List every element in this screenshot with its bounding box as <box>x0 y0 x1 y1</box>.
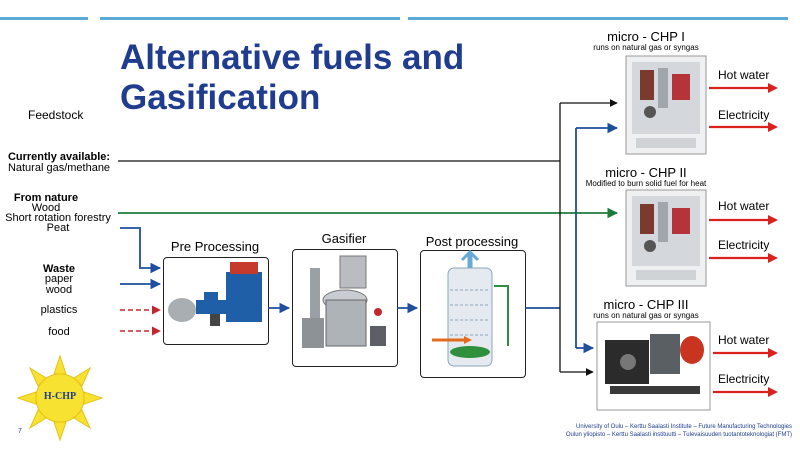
h-chp-logo-text: H-CHP <box>43 391 77 402</box>
from-nature-heading: From nature <box>13 192 79 204</box>
chp1-electricity: Electricity <box>718 108 770 122</box>
gasifier-image <box>302 255 386 348</box>
footer-line-1: University of Oulu – Kerttu Saalasti Ins… <box>575 424 792 430</box>
from-nature-short-rotation: Short rotation forestry <box>5 212 111 224</box>
gasifier-label: Gasifier <box>321 231 367 246</box>
post-processing-label: Post processing <box>425 234 519 249</box>
chp3-electricity: Electricity <box>718 372 770 386</box>
top-accent-bar-2 <box>100 17 400 20</box>
h-chp-sun-logo <box>16 354 104 442</box>
output-arrows <box>709 83 778 397</box>
slide-title: Alternative fuels and Gasification <box>120 38 465 117</box>
chp2-title: micro - CHP II <box>605 165 687 180</box>
waste-wood: wood <box>45 284 73 296</box>
waste-plastics: plastics <box>40 304 78 316</box>
chp1-unit-image <box>625 55 707 155</box>
post-processing-column-image <box>432 249 509 367</box>
pre-processing-machine-image <box>168 262 262 326</box>
chp1-hot-water: Hot water <box>718 68 770 82</box>
waste-paper: paper <box>44 273 74 285</box>
top-accent-bar-3 <box>408 17 788 20</box>
chp3-hot-water: Hot water <box>718 333 770 347</box>
from-nature-wood: Wood <box>31 202 61 214</box>
chp2-hot-water: Hot water <box>718 199 770 213</box>
chp1-subtitle: runs on natural gas or syngas <box>593 43 699 52</box>
page-number: 7 <box>18 428 22 435</box>
top-accent-bar-1 <box>0 17 88 20</box>
waste-food: food <box>48 326 70 338</box>
footer-line-2: Oulun yliopisto – Kerttu Saalasti instit… <box>565 432 792 438</box>
feedstock-heading: Feedstock <box>28 108 84 122</box>
currently-available-heading: Currently available: <box>7 151 111 163</box>
currently-available-item: Natural gas/methane <box>7 162 111 174</box>
waste-heading: Waste <box>43 263 75 275</box>
chp3-subtitle: runs on natural gas or syngas <box>593 311 699 320</box>
chp2-unit-image <box>625 189 707 287</box>
chp3-title: micro - CHP III <box>603 297 689 312</box>
chp3-unit-image <box>596 321 711 411</box>
chp1-title: micro - CHP I <box>607 29 685 44</box>
chp2-subtitle: Modified to burn solid fuel for heat <box>585 179 707 188</box>
peat-to-preprocessing-arrow <box>120 227 162 274</box>
from-nature-peat: Peat <box>46 222 70 234</box>
pre-processing-label: Pre Processing <box>170 239 260 254</box>
chp2-electricity: Electricity <box>718 238 770 252</box>
